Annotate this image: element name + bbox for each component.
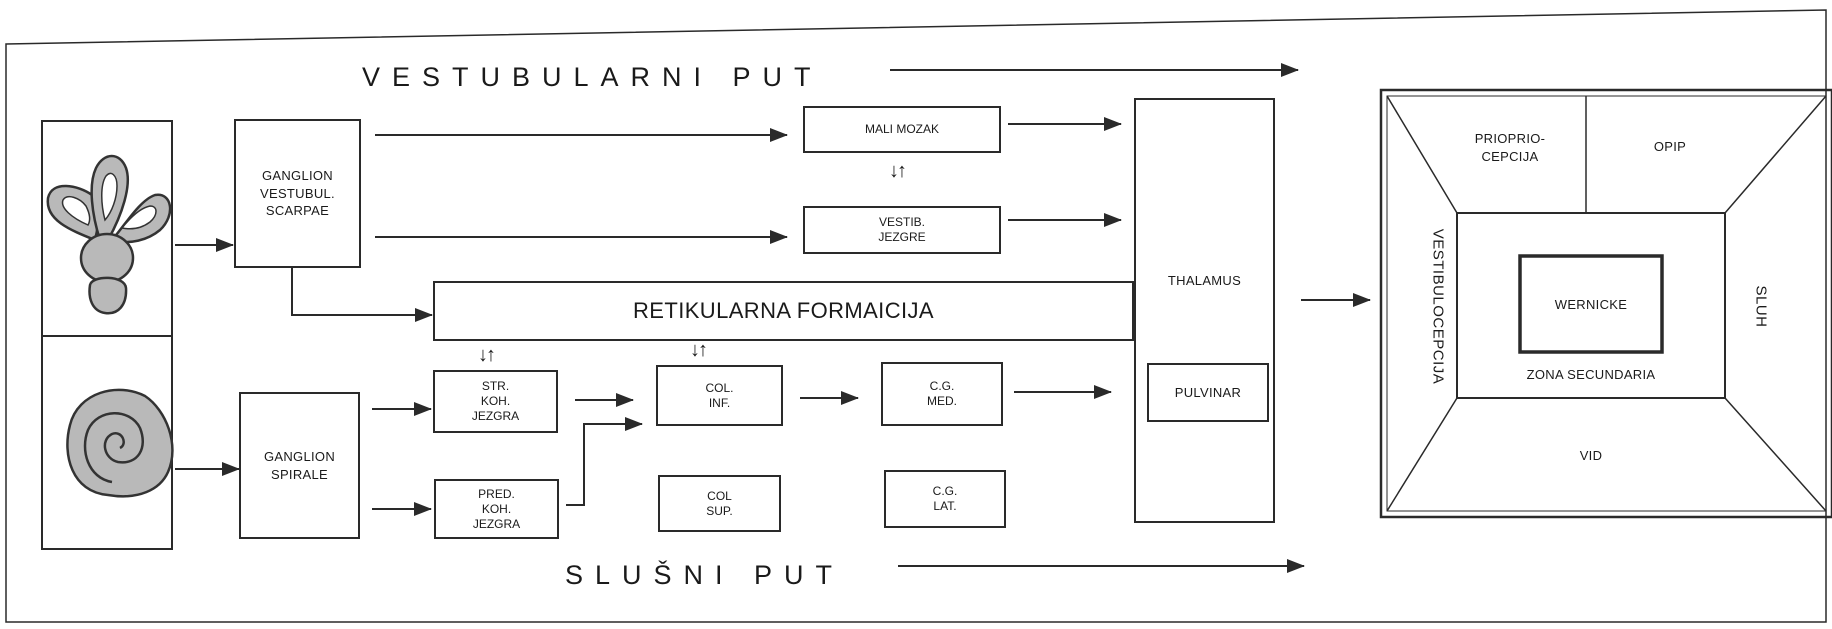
ganglion-vestibul-label: GANGLION VESTUBUL. SCARPAE (260, 168, 335, 219)
pulvinar-label: PULVINAR (1174, 384, 1242, 400)
vestibulocepcija-label: VESTIBULOCEPCIJA (1429, 228, 1447, 385)
thalamus-label: THALAMUS (1167, 273, 1242, 288)
cochlea-icon (66, 388, 174, 498)
retikularna-label: RETIKULARNA FORMAICIJA (633, 298, 934, 323)
vestib-jezgre-box: VESTIB. JEZGRE (803, 206, 1001, 254)
vestibular-title: VESTUBULARNI PUT (362, 62, 823, 92)
str-koh-jezgra-box: STR. KOH. JEZGRA (433, 370, 558, 433)
ganglion-vestibul-box: GANGLION VESTUBUL. SCARPAE (234, 119, 361, 268)
col-sup-label: COL SUP. (706, 488, 733, 518)
cortex-frame (1379, 88, 1832, 519)
mali-mozak-box: MALI MOZAK (803, 106, 1001, 153)
wernicke-box-border (1518, 254, 1664, 354)
cortex-outer (1379, 88, 1832, 519)
updown-arrows-str: ↓↑ (478, 344, 496, 366)
mali-mozak-label: MALI MOZAK (864, 122, 939, 136)
cg-med-box: C.G. MED. (881, 362, 1003, 426)
pulvinar-box: PULVINAR (1147, 363, 1269, 422)
col-sup-box: COL SUP. (658, 475, 781, 532)
cg-med-label: C.G. MED. (927, 379, 957, 408)
thalamus-box: THALAMUS (1134, 98, 1275, 523)
zona-secundaria-label: ZONA SECUNDARIA (1526, 367, 1656, 382)
col-inf-label: COL. INF. (705, 380, 734, 410)
cortex-outer-inner-line (1386, 95, 1827, 512)
updown-arrows-mozak: ↓↑ (889, 160, 907, 182)
opip-label: OPIP (1653, 139, 1687, 154)
vestib-jezgre-label: VESTIB. JEZGRE (878, 215, 926, 244)
sluh-label: SLUH (1752, 285, 1770, 328)
pred-koh-jezgra-label: PRED. KOH. JEZGRA (472, 486, 521, 531)
vid-label: VID (1579, 448, 1603, 463)
cg-lat-box: C.G. LAT. (884, 470, 1006, 528)
propriocepcija-label: PRIOPRIO- CEPCIJA (1474, 131, 1546, 164)
updown-arrows-col: ↓↑ (690, 339, 708, 361)
cg-lat-label: C.G. LAT. (932, 484, 958, 513)
pred-koh-jezgra-box: PRED. KOH. JEZGRA (434, 479, 559, 539)
wernicke-label: WERNICKE (1554, 297, 1628, 312)
auditory-title: SLUŠNI PUT (565, 560, 845, 590)
retikularna-box: RETIKULARNA FORMAICIJA (433, 281, 1134, 341)
str-koh-jezgra-label: STR. KOH. JEZGRA (471, 379, 520, 423)
outer-frame (5, 9, 1827, 623)
ganglion-spirale-label: GANGLION SPIRALE (263, 448, 336, 482)
col-inf-box: COL. INF. (656, 365, 783, 426)
ganglion-spirale-box: GANGLION SPIRALE (239, 392, 360, 539)
